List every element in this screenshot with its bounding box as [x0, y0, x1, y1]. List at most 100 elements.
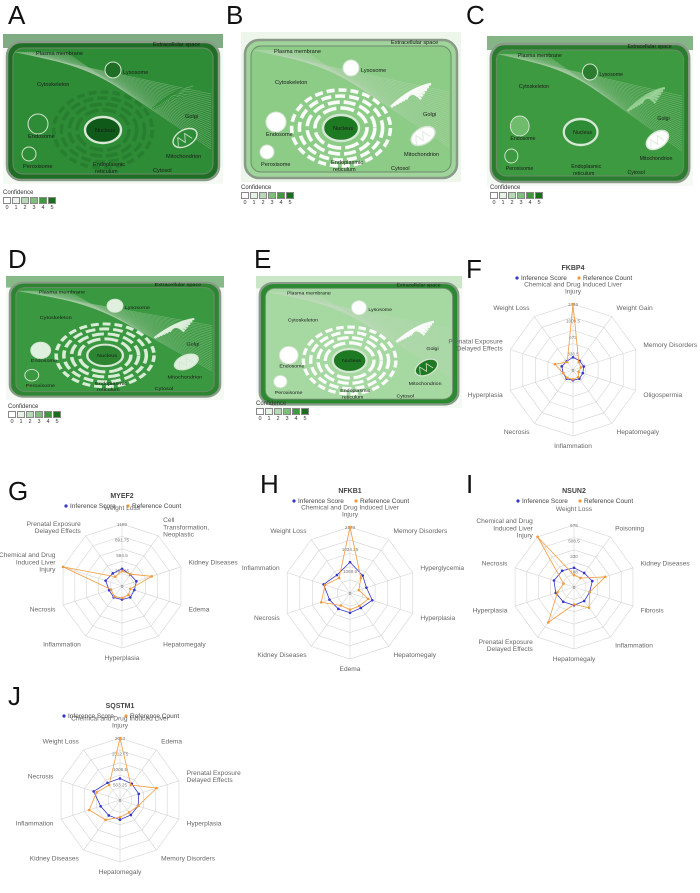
legend-reference-label: Reference Count	[583, 275, 632, 282]
series-point-reference	[323, 583, 327, 587]
axis-label: Edema	[161, 738, 182, 745]
nucleus-shape	[562, 117, 599, 147]
grid-spoke	[60, 780, 121, 801]
series-point-reference	[87, 808, 91, 812]
series-point-reference	[150, 575, 154, 578]
chart-title: SQSTM1	[106, 703, 135, 710]
axis-label: Hyperplasia	[473, 608, 508, 615]
axis-label: Inflammation	[16, 821, 54, 828]
confidence-swatch-2	[508, 192, 516, 199]
golgi-label: Golgi	[423, 112, 436, 118]
series-point-reference	[348, 608, 352, 611]
cytoskeleton-label-text: Cytoskeleton	[275, 80, 307, 86]
grid-spoke	[85, 535, 123, 587]
peroxisome-label: Peroxisome	[506, 166, 534, 172]
confidence-level-1: 1	[501, 200, 505, 206]
series-point-reference	[571, 378, 575, 381]
plasma-membrane-label-text: Plasma membrane	[39, 290, 86, 295]
lysosome-label: Lysosome	[361, 68, 386, 74]
legend-reference-label: Reference Count	[584, 498, 633, 505]
panel-letter-g: G	[8, 476, 29, 506]
axis-label: Weight Loss	[556, 506, 593, 513]
nucleus-label: Nucleus	[97, 353, 117, 358]
series-point-reference	[562, 582, 565, 585]
endosome-shape	[509, 115, 530, 137]
confidence-swatch-2	[26, 411, 34, 418]
axis-label: Necrosis	[482, 560, 508, 567]
chart-title: FKBP4	[562, 265, 585, 272]
legend-inference-label: Inference Score	[70, 503, 116, 510]
series-point-inference	[92, 790, 95, 793]
grid-spoke	[121, 535, 159, 587]
mitochondrion-label: Mitochondrion	[640, 156, 673, 162]
golgi-label: Golgi	[657, 116, 669, 122]
axis-label: Poisoning	[615, 525, 644, 532]
series-point-inference	[137, 792, 141, 796]
series-point-inference	[371, 598, 374, 602]
endosome-label: Endosome	[266, 132, 293, 138]
peroxisome-label: Peroxisome	[261, 162, 291, 168]
axis-label: Oligospermia	[643, 392, 682, 399]
confidence-level-0: 0	[243, 200, 247, 206]
cytoskeleton-label: Cytoskeleton	[40, 315, 72, 320]
series-point-inference	[111, 572, 115, 575]
plasma-membrane-label: Plasma membrane	[39, 290, 86, 295]
series-point-inference	[128, 596, 132, 599]
series-point-reference	[553, 362, 557, 366]
extracellular-space-label: Extracellular space	[396, 283, 440, 289]
panel-letter-h: H	[260, 469, 279, 499]
confidence-level-4: 4	[46, 419, 50, 425]
series-point-reference	[546, 621, 550, 624]
confidence-swatch-2	[259, 192, 267, 199]
lysosome-label-text: Lysosome	[599, 72, 623, 78]
series-point-inference	[106, 781, 109, 785]
axis-label: Kidney Diseases	[257, 652, 307, 659]
golgi-label-text: Golgi	[423, 112, 436, 118]
confidence-level-1: 1	[267, 416, 271, 422]
series-point-reference	[576, 375, 580, 379]
er-label-line1-text: Endoplasmic	[340, 388, 370, 394]
grid-spoke	[510, 349, 574, 371]
confidence-swatch-1	[499, 192, 507, 199]
grid-spoke	[62, 566, 123, 587]
grid-spoke	[287, 592, 351, 614]
series-point-reference	[95, 791, 98, 794]
peroxisome-shape	[273, 375, 288, 389]
cytoskeleton-label: Cytoskeleton	[275, 80, 307, 86]
er-label-line2: reticulum	[95, 169, 118, 175]
series-point-inference	[107, 814, 111, 817]
nucleus-label-text: Nucleus	[95, 128, 115, 134]
extracellular-space-label: Extracellular space	[391, 40, 438, 46]
extracellular-space-label: Extracellular space	[153, 42, 200, 48]
plasma-membrane-label: Plasma membrane	[274, 49, 321, 55]
grid-spoke	[514, 586, 575, 607]
axis-label: Inflammation	[43, 642, 81, 649]
tick-label: 1512.75	[112, 752, 129, 757]
endosome-label: Endosome	[510, 136, 535, 142]
series-point-reference	[339, 604, 343, 607]
tick-label: 891.75	[115, 538, 129, 543]
cytoskeleton-lines	[14, 51, 212, 150]
confidence-level-5: 5	[50, 205, 54, 211]
endosome-label: Endosome	[31, 358, 58, 363]
confidence-level-3: 3	[285, 416, 289, 422]
series-point-reference	[357, 588, 361, 592]
cytoskeleton-label-text: Cytoskeleton	[519, 84, 549, 90]
legend-reference-label: Reference Count	[360, 498, 409, 505]
confidence-level-5: 5	[303, 416, 307, 422]
endoplasmic-reticulum-shape	[301, 325, 398, 396]
grid-spoke	[119, 780, 180, 801]
legend-inference-label: Inference Score	[68, 713, 114, 720]
nucleus-shape	[321, 113, 361, 143]
golgi-shape	[626, 86, 666, 112]
cytosol-label-text: Cytosol	[627, 170, 644, 176]
tick-label: 188	[570, 570, 578, 575]
peroxisome-shape	[504, 148, 519, 164]
lysosome-shape	[351, 300, 367, 316]
